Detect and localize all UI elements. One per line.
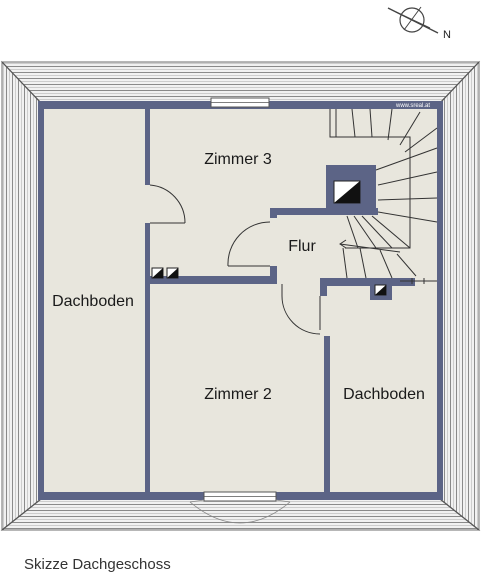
staircase [329,108,438,284]
stair-arrow-head [339,239,347,249]
room-label-flur: Flur [288,238,316,255]
roof-left [1,60,42,532]
wall-right [437,101,443,500]
wall-flur-stub [320,278,327,296]
room-label-zimmer3: Zimmer 3 [204,151,272,168]
roof-right [439,60,480,532]
watermark: www.sreal.at [395,103,430,109]
compass-cross [403,6,422,31]
roof [0,60,481,532]
vent-1-fill [152,268,163,278]
vent-2-fill [167,268,178,278]
windows [189,97,291,524]
compass-needle-2 [395,11,431,29]
stair-arrow-line [339,243,401,253]
stair-outline [329,109,411,249]
compass-circle [399,7,425,33]
stair-step-4 [387,108,393,141]
chimney [333,180,361,204]
stair-step-10 [377,211,438,223]
roof-top [0,61,481,104]
vents [151,267,392,300]
roof-bottom [0,498,481,531]
door-zimmer3-arc [149,184,186,224]
plan-caption: Skizze Dachgeschoss [24,556,171,573]
stair-step-2 [351,108,356,138]
compass: N [387,6,451,41]
stair-step-5 [399,111,421,146]
window-bottom-right [275,499,291,503]
roof-hip-br [439,498,480,531]
room-label-dachboden-right: Dachboden [343,386,425,403]
wall-left-partition-lower [145,223,150,492]
stair-step-9 [377,197,438,201]
wall-left [38,101,44,500]
wall-z2-right [324,336,330,492]
stair-step-7 [375,147,438,171]
room-label-dachboden-left: Dachboden [52,293,134,310]
wall-flur-bottom-right [320,278,415,286]
roof-hip-bl [1,498,42,531]
wall-flur-top [270,208,378,215]
roof-hip-tl [1,61,42,104]
stair-step-6 [404,127,438,153]
vent-3-fill [375,285,386,295]
doors [149,184,321,335]
stair-lower-2 [359,247,367,279]
door-flur-arc [227,221,271,267]
stair-step-3 [369,108,373,138]
wall-z3-z2-divider [145,276,277,284]
window-bottom-swing [189,501,291,524]
stair-step-11 [371,215,411,249]
window-bottom-left [189,499,205,503]
wall-left-partition-upper [145,109,150,185]
stair-step-13 [353,215,377,249]
stair-lower-4 [396,253,417,277]
stair-step-12 [361,215,393,249]
stair-lower-3 [379,249,393,279]
stair-step-14 [346,215,359,249]
stair-step-8 [377,171,438,186]
roof-hip-tr [439,61,480,104]
wall-flur-left-lower [270,266,277,284]
compass-north-label: N [443,29,451,41]
chimney-flue-fill [334,181,360,203]
stair-lower-1 [342,247,348,279]
room-label-zimmer2: Zimmer 2 [204,386,272,403]
